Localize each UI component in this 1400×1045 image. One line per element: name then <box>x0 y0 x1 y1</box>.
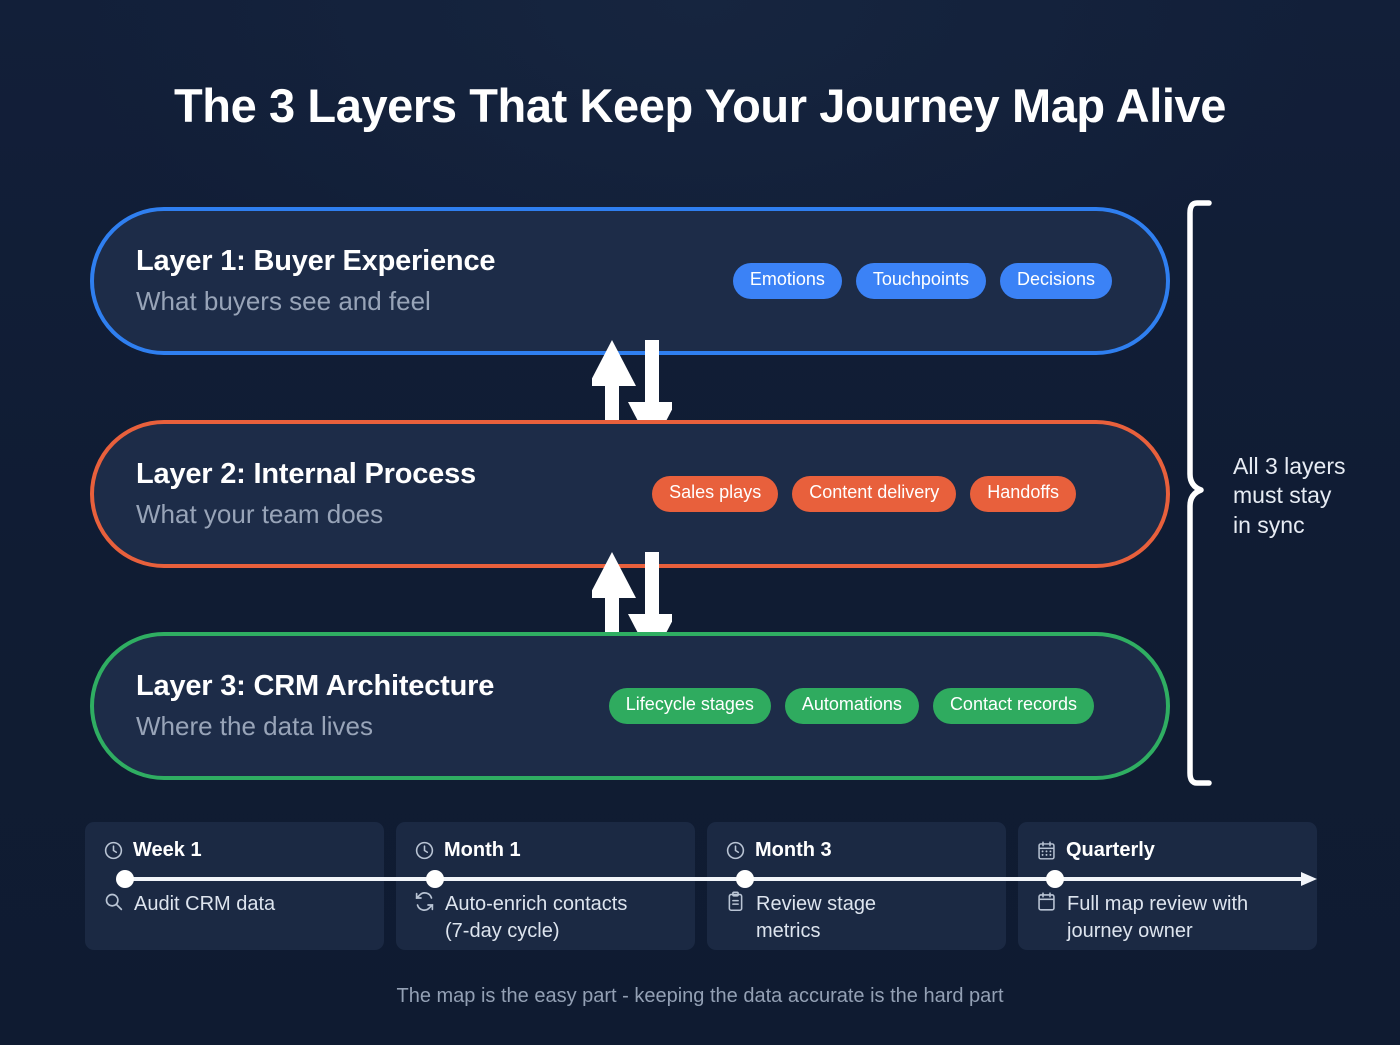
timeline-task: Full map review with journey owner <box>1067 891 1248 944</box>
tag-emotions[interactable]: Emotions <box>732 263 842 299</box>
layer-1-text: Layer 1: Buyer Experience What buyers se… <box>136 245 496 316</box>
page-title: The 3 Layers That Keep Your Journey Map … <box>173 79 1226 132</box>
timeline-card-list: Week 1 Audit CRM data <box>85 822 1317 950</box>
layer-2-subtitle: What your team does <box>136 498 384 529</box>
timeline-card-body: Full map review with journey owner <box>1036 891 1299 944</box>
tag-sales-plays[interactable]: Sales plays <box>652 476 779 512</box>
layer-1-subtitle: What buyers see and feel <box>136 285 431 316</box>
layer-3-subtitle: Where the data lives <box>136 710 374 741</box>
timeline-task-line-1: Full map review with <box>1067 893 1249 915</box>
layer-3-text: Layer 3: CRM Architecture Where the data… <box>136 670 494 741</box>
tag-contact-records[interactable]: Contact records <box>932 688 1094 724</box>
clock-icon <box>725 840 746 861</box>
layer-2-tags: Sales plays Content delivery Handoffs <box>652 476 1076 512</box>
timeline-task-line-1: Audit CRM data <box>134 893 276 915</box>
layer-1-title: Layer 1: Buyer Experience <box>136 245 496 278</box>
timeline-task-line-2: journey owner <box>1067 919 1193 942</box>
timeline-task: Audit CRM data <box>134 891 275 918</box>
timeline-task: Auto-enrich contacts (7-day cycle) <box>445 891 627 944</box>
sync-note-line-3: in sync <box>1233 511 1305 538</box>
sync-note-line-2: must stay <box>1233 482 1332 509</box>
timeline-label: Week 1 <box>133 839 202 861</box>
timeline-task-line-1: Review stage <box>756 893 877 915</box>
timeline-card-week-1[interactable]: Week 1 Audit CRM data <box>85 822 384 950</box>
timeline-card-header: Quarterly <box>1036 837 1299 863</box>
timeline-label: Month 3 <box>755 839 832 861</box>
refresh-icon <box>414 891 435 912</box>
timeline-task-line-1: Auto-enrich contacts <box>445 893 628 915</box>
timeline-label: Month 1 <box>444 839 521 861</box>
timeline-card-body: Audit CRM data <box>103 891 366 918</box>
clock-icon <box>414 840 435 861</box>
timeline-card-quarterly[interactable]: Quarterly Full map review with journey o… <box>1018 822 1317 950</box>
tag-lifecycle-stages[interactable]: Lifecycle stages <box>608 688 771 724</box>
tag-touchpoints[interactable]: Touchpoints <box>855 263 986 299</box>
layer-card-2[interactable]: Layer 2: Internal Process What your team… <box>90 420 1170 568</box>
layer-2-title: Layer 2: Internal Process <box>136 458 476 491</box>
timeline-card-body: Review stage metrics <box>725 891 988 944</box>
layer-3-title: Layer 3: CRM Architecture <box>136 670 495 703</box>
timeline-label: Quarterly <box>1066 839 1155 861</box>
timeline-card-header: Month 1 <box>414 837 677 863</box>
sync-note: All 3 layers must stay in sync <box>1233 452 1383 540</box>
tag-decisions[interactable]: Decisions <box>999 263 1112 299</box>
layer-3-tags: Lifecycle stages Automations Contact rec… <box>608 688 1094 724</box>
layer-1-tags: Emotions Touchpoints Decisions <box>732 263 1112 299</box>
cadence-timeline: Week 1 Audit CRM data <box>85 822 1317 950</box>
layer-2-text: Layer 2: Internal Process What your team… <box>136 458 476 529</box>
tag-content-delivery[interactable]: Content delivery <box>792 476 957 512</box>
timeline-task: Review stage metrics <box>756 891 876 944</box>
curly-brace-icon <box>1187 200 1212 786</box>
tag-handoffs[interactable]: Handoffs <box>970 476 1076 512</box>
layer-card-1[interactable]: Layer 1: Buyer Experience What buyers se… <box>90 207 1170 355</box>
timeline-task-line-2: (7-day cycle) <box>445 919 560 942</box>
calendar-grid-icon <box>1036 840 1057 861</box>
timeline-task-line-2: metrics <box>756 919 821 942</box>
footer-caption: The map is the easy part - keeping the d… <box>396 985 1004 1007</box>
timeline-card-header: Month 3 <box>725 837 988 863</box>
search-icon <box>103 891 124 912</box>
layer-card-3[interactable]: Layer 3: CRM Architecture Where the data… <box>90 632 1170 780</box>
timeline-card-header: Week 1 <box>103 837 366 863</box>
clipboard-icon <box>725 891 746 912</box>
timeline-card-month-1[interactable]: Month 1 Auto-enrich contacts (7-day cycl… <box>396 822 695 950</box>
sync-note-line-1: All 3 layers <box>1233 453 1346 479</box>
clock-icon <box>103 840 124 861</box>
tag-automations[interactable]: Automations <box>784 688 919 724</box>
calendar-icon <box>1036 891 1057 912</box>
timeline-card-month-3[interactable]: Month 3 Review stage metrics <box>707 822 1006 950</box>
timeline-card-body: Auto-enrich contacts (7-day cycle) <box>414 891 677 944</box>
